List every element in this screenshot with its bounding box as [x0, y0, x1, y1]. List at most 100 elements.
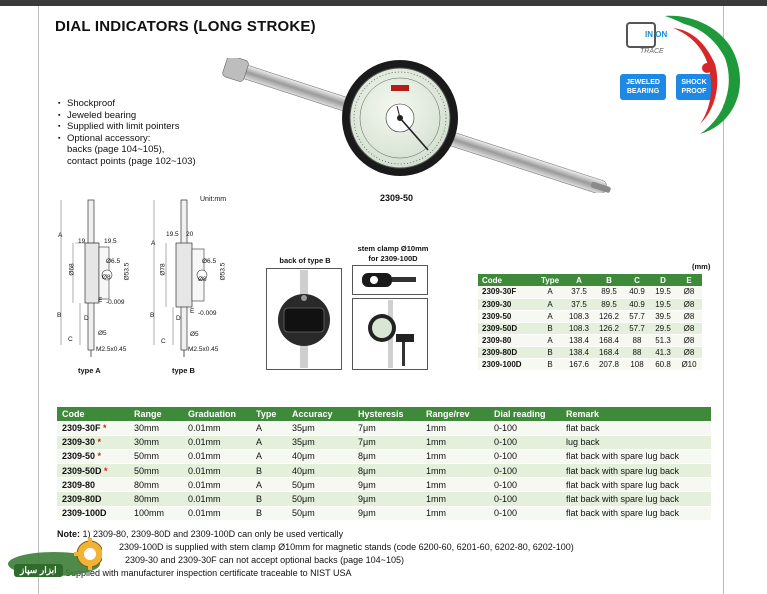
code-text: 2309-30	[62, 437, 96, 448]
star-marker: *	[97, 437, 102, 448]
dim-label: Ø78	[159, 263, 167, 276]
table-cell: 1mm	[421, 463, 489, 479]
table-cell: 2309-80	[478, 334, 536, 347]
table-cell: Ø8	[676, 334, 702, 347]
table-cell: 39.5	[650, 310, 676, 323]
table-cell: 2309-50	[478, 310, 536, 323]
column-header: B	[594, 274, 624, 286]
table-cell: 50mm	[129, 463, 183, 479]
table-cell: 168.4	[594, 346, 624, 359]
page-title: DIAL INDICATORS (LONG STROKE)	[55, 18, 316, 35]
table-cell: 2309-100D	[57, 506, 129, 521]
dim-label: Ø5	[98, 330, 107, 337]
table-cell: flat back with spare lug back	[561, 463, 711, 479]
table-cell: 7μm	[353, 421, 421, 436]
code-text: 2309-50D	[62, 465, 102, 476]
table-cell: 0.01mm	[183, 435, 251, 450]
table-cell: 2309-30 *	[57, 435, 129, 450]
trace-logo-sub: TRACE	[640, 48, 664, 55]
table-cell: B	[536, 322, 564, 335]
table-cell: 9μm	[353, 491, 421, 507]
column-header: Code	[57, 407, 129, 421]
table-cell: 1mm	[421, 449, 489, 465]
dim-label: Ø8	[102, 274, 111, 281]
stem-clamp-caption: stem clamp Ø10mm	[357, 244, 429, 253]
drawing-type-a	[60, 199, 113, 357]
table-cell: 50μm	[287, 491, 353, 507]
dim-label: M2.5x0.45	[188, 346, 219, 353]
note-line-3: 2309-30 and 2309-30F can not accept opti…	[57, 554, 574, 567]
table-cell: 2309-80D	[478, 346, 536, 359]
table-cell: 88	[624, 346, 650, 359]
column-header: Type	[251, 407, 287, 421]
flag-swoosh-icon	[665, 15, 741, 134]
table-cell: B	[251, 506, 287, 521]
table-cell: 41.3	[650, 346, 676, 359]
table-cell: 57.7	[624, 310, 650, 323]
table-cell: 0-100	[489, 435, 561, 450]
dim-label: 19	[78, 238, 86, 245]
code-text: 2309-80	[62, 479, 96, 490]
drawing-type-b-caption: type B	[172, 366, 195, 375]
dim-label: Ø6.5	[106, 258, 121, 265]
dim-label: Ø5	[190, 331, 199, 338]
table-cell: 0.01mm	[183, 477, 251, 493]
dim-label: Ø68	[68, 263, 76, 276]
table-cell: A	[251, 435, 287, 450]
table-cell: 2309-50 *	[57, 449, 129, 465]
dim-label: D	[84, 315, 89, 322]
table-cell: 89.5	[594, 286, 624, 299]
table-header-row: Code Range Graduation Type Accuracy Hyst…	[57, 407, 711, 421]
dims-unit-label: (mm)	[692, 262, 711, 271]
column-header: Dial reading	[489, 407, 561, 421]
table-cell: 40.9	[624, 298, 650, 311]
dim-label: A	[58, 232, 63, 239]
column-header: Range/rev	[421, 407, 489, 421]
dim-label: -0.009	[198, 310, 217, 317]
feature-item: Optional accessory:	[58, 133, 196, 145]
column-header: Type	[536, 274, 564, 286]
table-cell: 9μm	[353, 477, 421, 493]
table-cell: 89.5	[594, 298, 624, 311]
table-cell: 0.01mm	[183, 449, 251, 465]
table-cell: 19.5	[650, 298, 676, 311]
table-cell: 108.3	[564, 310, 594, 323]
table-cell: 100mm	[129, 506, 183, 521]
table-cell: 2309-30	[478, 298, 536, 311]
table-cell: 0-100	[489, 449, 561, 465]
note-text: 1) 2309-80, 2309-80D and 2309-100D can o…	[82, 529, 344, 539]
column-header: D	[650, 274, 676, 286]
watermark-text: ابزار سپاز	[14, 564, 63, 577]
dim-label: Ø8	[198, 276, 207, 283]
table-cell: 138.4	[564, 334, 594, 347]
page-frame	[38, 6, 724, 594]
feature-subitem: contact points (page 102~103)	[67, 155, 196, 167]
dim-label: A	[151, 240, 156, 247]
table-cell: 60.8	[650, 358, 676, 371]
table-cell: 30mm	[129, 435, 183, 450]
table-cell: 0-100	[489, 506, 561, 521]
column-header: Range	[129, 407, 183, 421]
table-cell: A	[251, 477, 287, 493]
drawing-type-a-caption: type A	[78, 366, 101, 375]
table-cell: Ø8	[676, 310, 702, 323]
table-cell: A	[536, 334, 564, 347]
note-text: 2309-100D is supplied with stem clamp Ø1…	[119, 542, 574, 552]
table-cell: 2309-80	[57, 477, 129, 493]
table-cell: 29.5	[650, 322, 676, 335]
note-label: Note:	[57, 529, 80, 539]
code-text: 2309-80D	[62, 494, 102, 505]
table-cell: 1mm	[421, 477, 489, 493]
table-cell: 8μm	[353, 463, 421, 479]
table-cell: 1mm	[421, 506, 489, 521]
column-header: E	[676, 274, 702, 286]
table-cell: A	[536, 298, 564, 311]
back-type-b-photo	[266, 268, 342, 370]
feature-subitem: backs (page 104~105),	[67, 144, 165, 155]
table-cell: flat back with spare lug back	[561, 491, 711, 507]
